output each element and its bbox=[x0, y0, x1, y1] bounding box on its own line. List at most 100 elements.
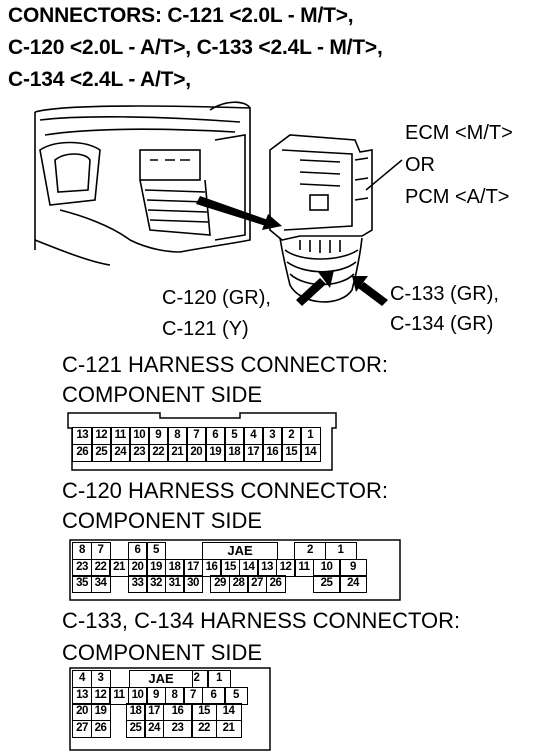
pin-gap bbox=[284, 575, 314, 593]
pin-cell: 14 bbox=[300, 443, 321, 462]
pin-cell: 10 bbox=[129, 427, 150, 445]
pin-cell: 12 bbox=[275, 558, 296, 577]
pin-cell: 4 bbox=[243, 427, 264, 445]
pin-gap bbox=[109, 720, 127, 738]
pin-cell: 15 bbox=[281, 443, 302, 462]
pin-cell: 21 bbox=[215, 719, 242, 738]
pin-gap bbox=[109, 575, 129, 593]
pin-cell: 15 bbox=[220, 558, 240, 577]
pin-cell: 7 bbox=[186, 427, 207, 445]
pin-cell: 26 bbox=[90, 719, 111, 738]
pin-cell: 23 bbox=[129, 443, 150, 462]
pin-cell: 18 bbox=[164, 558, 185, 577]
pin-cell: 18 bbox=[224, 443, 245, 462]
pin-cell: 6 bbox=[201, 686, 226, 705]
pin-cell: 4 bbox=[72, 670, 92, 688]
pin-cell: 21 bbox=[109, 558, 129, 577]
pin-cell: 25 bbox=[312, 575, 341, 593]
pin-cell: 24 bbox=[110, 443, 131, 462]
header-line-2: C-120 <2.0L - A/T>, C-133 <2.4L - M/T>, bbox=[8, 36, 383, 59]
c120-housing bbox=[69, 539, 401, 601]
pin-cell: 25 bbox=[125, 719, 146, 738]
header-line-1: CONNECTORS: C-121 <2.0L - M/T>, bbox=[8, 4, 354, 27]
pin-cell: 7 bbox=[90, 542, 111, 560]
c120-subtitle: COMPONENT SIDE bbox=[62, 508, 263, 533]
c120-brand-label: JAE bbox=[202, 542, 278, 560]
pin-cell: 6 bbox=[127, 542, 148, 560]
or-label: OR bbox=[405, 154, 435, 176]
pin-gap bbox=[109, 670, 129, 688]
pin-cell: 14 bbox=[238, 558, 259, 577]
pin-cell: 11 bbox=[109, 686, 129, 705]
pin-cell: 17 bbox=[144, 703, 164, 721]
pin-cell: 2 bbox=[294, 542, 326, 560]
pin-cell: 24 bbox=[144, 719, 164, 738]
pin-cell: 17 bbox=[243, 443, 264, 462]
pin-cell: 34 bbox=[90, 575, 111, 593]
pin-gap bbox=[109, 542, 129, 560]
pin-cell: 20 bbox=[127, 558, 148, 577]
c120-connector: 8765432123222120191817161514131211109353… bbox=[72, 542, 367, 593]
pin-gap bbox=[165, 542, 185, 560]
pin-cell: 32 bbox=[146, 575, 166, 593]
pin-cell: 31 bbox=[164, 575, 185, 593]
pin-cell: 10 bbox=[127, 686, 148, 705]
c121-subtitle: COMPONENT SIDE bbox=[62, 382, 263, 407]
pin-cell: 14 bbox=[215, 703, 242, 721]
pin-cell: 10 bbox=[312, 558, 341, 577]
pin-cell: 23 bbox=[72, 558, 92, 577]
pin-cell: 8 bbox=[72, 542, 92, 560]
pin-cell: 12 bbox=[91, 427, 112, 445]
pcm-label: PCM <A/T> bbox=[405, 186, 510, 208]
pin-cell: 19 bbox=[146, 558, 166, 577]
pin-cell: 21 bbox=[167, 443, 188, 462]
pin-cell: 24 bbox=[339, 575, 367, 593]
pin-cell: 26 bbox=[265, 575, 286, 593]
pin-cell: 19 bbox=[205, 443, 226, 462]
pin-cell: 8 bbox=[164, 686, 185, 705]
pin-cell: 35 bbox=[72, 575, 92, 593]
c133-brand-label: JAE bbox=[129, 670, 193, 688]
c120-title: C-120 HARNESS CONNECTOR: bbox=[62, 478, 388, 503]
pin-cell: 16 bbox=[162, 703, 193, 721]
c133-title: C-133, C-134 HARNESS CONNECTOR: bbox=[62, 608, 461, 633]
pin-cell: 22 bbox=[191, 719, 217, 738]
pin-gap bbox=[276, 542, 296, 560]
pin-cell: 2 bbox=[281, 427, 302, 445]
pin-cell: 17 bbox=[183, 558, 203, 577]
pin-cell: 22 bbox=[148, 443, 169, 462]
pin-cell: 16 bbox=[201, 558, 222, 577]
pin-cell: 13 bbox=[257, 558, 277, 577]
pin-cell: 11 bbox=[110, 427, 131, 445]
pin-cell: 3 bbox=[262, 427, 283, 445]
pin-cell: 5 bbox=[146, 542, 166, 560]
pin-cell: 20 bbox=[72, 703, 92, 721]
pin-gap bbox=[109, 703, 127, 721]
pin-cell: 15 bbox=[191, 703, 217, 721]
pin-cell: 1 bbox=[207, 670, 231, 688]
pin-cell: 9 bbox=[339, 558, 367, 577]
pin-cell: 9 bbox=[146, 686, 166, 705]
pin-cell: 1 bbox=[324, 542, 357, 560]
pin-cell: 18 bbox=[125, 703, 146, 721]
pin-cell: 5 bbox=[224, 427, 245, 445]
header-line-3: C-134 <2.4L - A/T>, bbox=[8, 68, 191, 91]
c133-subtitle: COMPONENT SIDE bbox=[62, 640, 263, 665]
pin-cell: 13 bbox=[72, 686, 92, 705]
pin-cell: 11 bbox=[294, 558, 314, 577]
pin-cell: 20 bbox=[186, 443, 207, 462]
c133-housing bbox=[69, 667, 271, 751]
pin-cell: 19 bbox=[90, 703, 111, 721]
c133-callout: C-133 (GR), bbox=[390, 283, 499, 305]
ecm-label: ECM <M/T> bbox=[405, 122, 513, 144]
c120-callout: C-120 (GR), bbox=[162, 287, 271, 309]
c134-callout: C-134 (GR) bbox=[390, 313, 494, 335]
pin-cell: 22 bbox=[90, 558, 111, 577]
pin-cell: 26 bbox=[72, 443, 93, 462]
